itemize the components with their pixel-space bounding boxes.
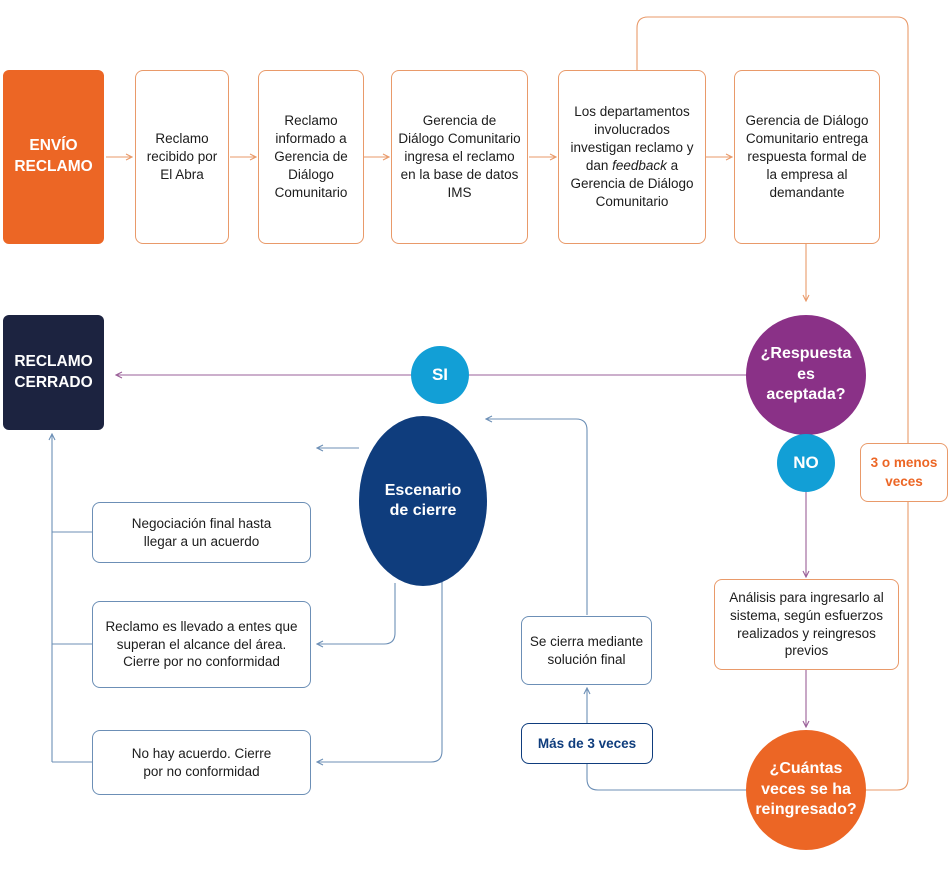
closure-option2-text: Reclamo es llevado a entes que superan e…	[105, 618, 298, 670]
final-solution-box: Se cierra mediante solución final	[521, 616, 652, 685]
decision-accepted-text: ¿Respuesta es aceptada?	[760, 345, 852, 404]
decision-cuantas-veces: ¿Cuántas veces se ha reingresado?	[746, 730, 866, 850]
arrow-closure-to-option2	[317, 583, 396, 644]
closed-label-line2: CERRADO	[14, 373, 93, 391]
analysis-text: Análisis para ingresarlo al sistema, seg…	[729, 589, 884, 659]
analysis-box: Análisis para ingresarlo al sistema, seg…	[714, 579, 899, 670]
no-label: NO	[793, 453, 819, 473]
loop-label-line2: veces	[885, 473, 923, 489]
step4-text-pre: Los departamentos involucrados investiga…	[570, 104, 694, 173]
step-box-ingreso-ims: Gerencia de Diálogo Comunitario ingresa …	[391, 70, 528, 244]
step1-text: Reclamo recibido por El Abra	[146, 131, 218, 182]
arrow-final-to-closure	[486, 419, 588, 615]
loop-label-3-o-menos: 3 o menos veces	[860, 443, 948, 502]
closure-title-line2: de cierre	[389, 502, 457, 519]
step-box-reclamo-recibido: Reclamo recibido por El Abra	[135, 70, 229, 244]
step2-text: Reclamo informado a Gerencia de Diálogo …	[274, 113, 348, 200]
closure-scenario-circle: Escenario de cierre	[359, 416, 487, 586]
closed-label-line1: RECLAMO	[14, 352, 93, 370]
more-label-mas-de-3: Más de 3 veces	[521, 723, 653, 764]
start-box-envio-reclamo: ENVÍO RECLAMO	[3, 70, 104, 244]
closure-title-line1: Escenario	[384, 481, 462, 499]
step3-text: Gerencia de Diálogo Comunitario ingresa …	[398, 113, 521, 200]
closed-box-reclamo-cerrado: RECLAMO CERRADO	[3, 315, 104, 430]
loop-back-line	[636, 16, 909, 791]
step5-text: Gerencia de Diálogo Comunitario entrega …	[745, 113, 869, 200]
closure-option-negociacion: Negociación final hasta llegar a un acue…	[92, 502, 311, 563]
step4-text-post: a Gerencia de Diálogo Comunitario	[570, 158, 694, 209]
step4-text-emph: feedback	[612, 158, 667, 173]
step-box-reclamo-informado: Reclamo informado a Gerencia de Diálogo …	[258, 70, 364, 244]
final-solution-text: Se cierra mediante solución final	[529, 633, 644, 667]
closure-option-no-acuerdo: No hay acuerdo. Cierre por no conformida…	[92, 730, 311, 795]
step-box-entrega-respuesta: Gerencia de Diálogo Comunitario entrega …	[734, 70, 880, 244]
loop-label-line1: 3 o menos	[870, 455, 938, 471]
start-label-line2: RECLAMO	[14, 158, 93, 175]
more-label-text: Más de 3 veces	[537, 736, 637, 751]
no-circle: NO	[777, 434, 835, 492]
closure-option-entes-externos: Reclamo es llevado a entes que superan e…	[92, 601, 311, 688]
decision-count-text: ¿Cuántas veces se ha reingresado?	[755, 760, 857, 819]
step-box-departamentos-investigan: Los departamentos involucrados investiga…	[558, 70, 706, 244]
arrow-closure-to-option3	[317, 560, 443, 762]
closure-option3-text: No hay acuerdo. Cierre por no conformida…	[131, 745, 272, 779]
closure-option1-text: Negociación final hasta llegar a un acue…	[131, 515, 272, 549]
yes-label: SI	[431, 365, 449, 385]
start-label-line1: ENVÍO	[29, 137, 78, 155]
arrow-count-to-final	[587, 688, 746, 791]
decision-respuesta-aceptada: ¿Respuesta es aceptada?	[746, 315, 866, 435]
step4-text: Los departamentos involucrados investiga…	[565, 103, 699, 211]
yes-circle: SI	[411, 346, 469, 404]
